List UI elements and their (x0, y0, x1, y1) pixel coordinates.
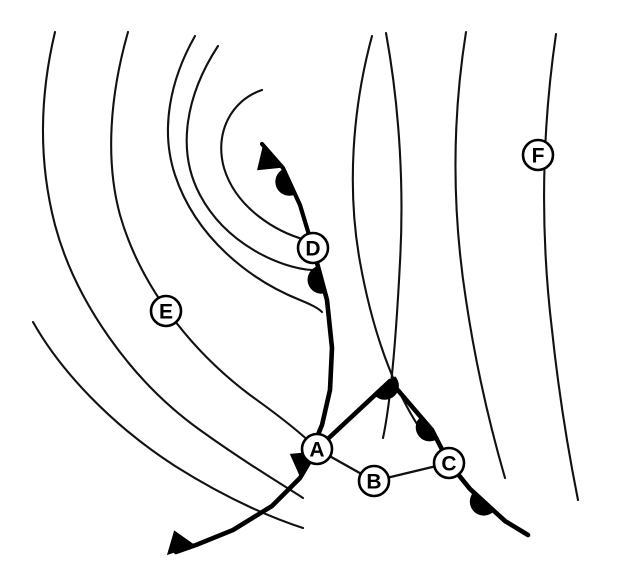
cold-front-triangle-icon (166, 530, 196, 556)
cold-front-pip (257, 145, 283, 171)
warm-front-semicircle-icon (307, 266, 326, 294)
isobar-contour (220, 88, 308, 242)
cold-front-line (173, 446, 320, 555)
label-circle-b (357, 464, 391, 498)
isobar-contour (41, 30, 305, 500)
front-warm-front (314, 376, 531, 538)
warm-front-pip (307, 266, 326, 294)
label-text-e: E (159, 301, 173, 324)
warm-front-semicircle-icon (469, 492, 495, 516)
map-label-a[interactable]: A (300, 432, 334, 466)
isobar-contour (110, 30, 317, 449)
label-text-d: D (305, 238, 320, 261)
map-labels-group: A B C D E F (149, 138, 555, 498)
isobar-contour (454, 30, 507, 480)
warm-front-semicircle-icon (374, 376, 399, 400)
label-circle-c (432, 446, 466, 480)
map-label-f[interactable]: F (521, 138, 555, 172)
isobar-contour (543, 32, 580, 502)
isobar-contour (381, 31, 403, 440)
isobar-contour (185, 44, 314, 272)
warm-front-pip (374, 376, 399, 400)
occluded-front-lower-line (310, 245, 335, 440)
isobar-contour (166, 34, 324, 314)
fronts-group (166, 141, 531, 556)
front-occluded-front-lower (307, 245, 335, 440)
label-text-a: A (309, 439, 324, 462)
label-circle-e (149, 294, 183, 328)
map-label-d[interactable]: D (296, 231, 330, 265)
map-label-e[interactable]: E (149, 294, 183, 328)
warm-front-semicircle-icon (275, 169, 296, 196)
front-occluded-front (257, 141, 316, 251)
warm-front-semicircle-icon (415, 416, 439, 442)
label-text-f: F (532, 145, 545, 168)
label-text-b: B (366, 471, 381, 494)
label-circle-d (296, 231, 330, 265)
isobars-group (31, 30, 580, 530)
cold-front-triangle-icon (257, 145, 283, 171)
warm-front-line (314, 378, 531, 538)
label-text-c: C (441, 453, 456, 476)
warm-front-pip (469, 492, 495, 516)
warm-front-pip (415, 416, 439, 442)
map-label-b[interactable]: B (357, 464, 391, 498)
warm-front-pip (275, 169, 296, 196)
front-cold-front (166, 446, 320, 556)
cold-front-pip (166, 530, 196, 556)
label-circle-a (300, 432, 334, 466)
map-label-c[interactable]: C (432, 446, 466, 480)
isobar-contour (31, 320, 305, 530)
label-circle-f (521, 138, 555, 172)
